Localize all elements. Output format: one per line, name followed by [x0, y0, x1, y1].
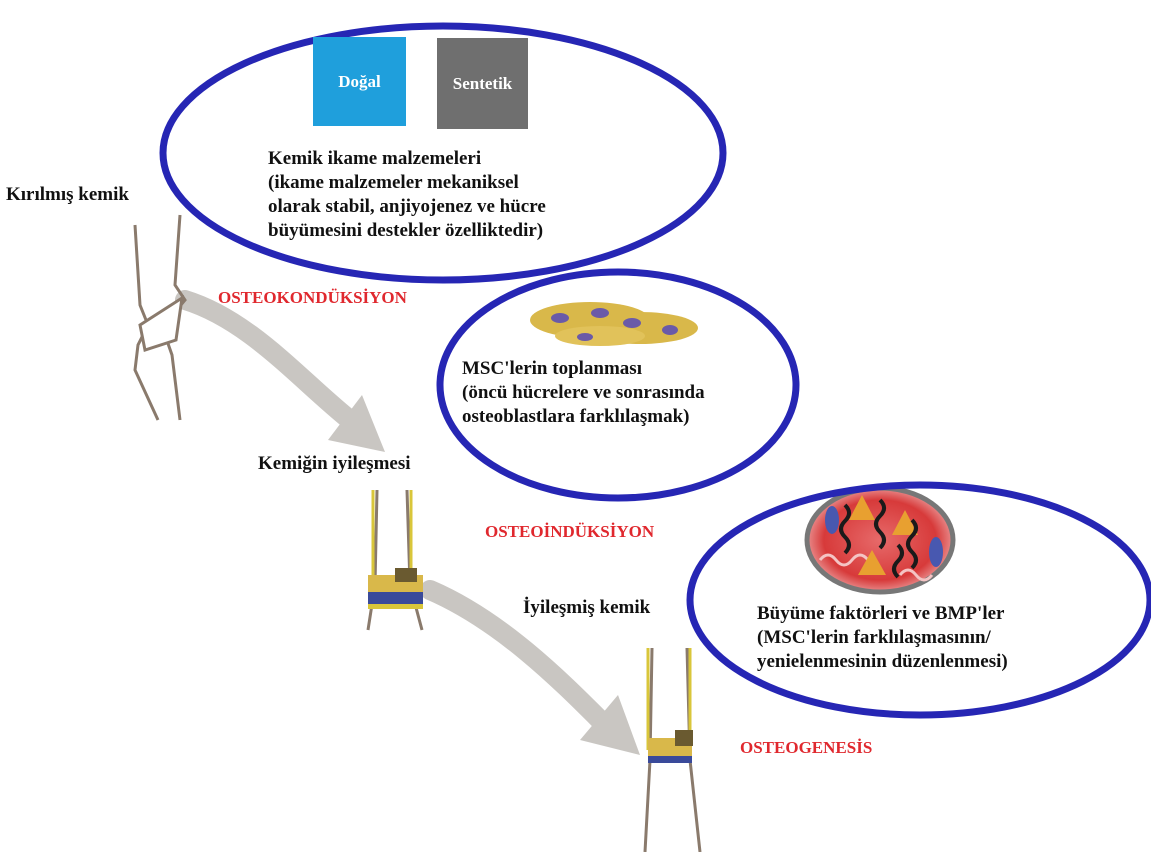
- msc-cells-illustration: [530, 302, 698, 346]
- growth-factors-illustration: [807, 488, 953, 592]
- synthetic-material-box: Sentetik: [437, 38, 528, 129]
- broken-bone-illustration: [135, 215, 185, 420]
- synthetic-material-label: Sentetik: [453, 74, 513, 94]
- msc-description: MSC'lerin toplanması (öncü hücrelere ve …: [462, 357, 705, 429]
- healing-bone-label: Kemiğin iyileşmesi: [258, 452, 411, 476]
- materials-description: Kemik ikame malzemeleri (ikame malzemele…: [268, 147, 546, 243]
- natural-material-label: Doğal: [338, 72, 381, 92]
- healing-bone-illustration: [368, 490, 423, 630]
- growth-factors-description: Büyüme faktörleri ve BMP'ler (MSC'lerin …: [757, 602, 1008, 674]
- osteogenesis-label: OSTEOGENESİS: [740, 736, 872, 760]
- broken-bone-label: Kırılmış kemik: [6, 183, 129, 207]
- natural-material-box: Doğal: [313, 37, 406, 126]
- flow-arrow-1: [185, 300, 385, 452]
- healed-bone-illustration: [645, 648, 700, 852]
- osteoconduction-label: OSTEOKONDÜKSİYON: [218, 286, 407, 310]
- healed-bone-label: İyileşmiş kemik: [523, 596, 650, 620]
- osteoinduction-label: OSTEOİNDÜKSİYON: [485, 520, 654, 544]
